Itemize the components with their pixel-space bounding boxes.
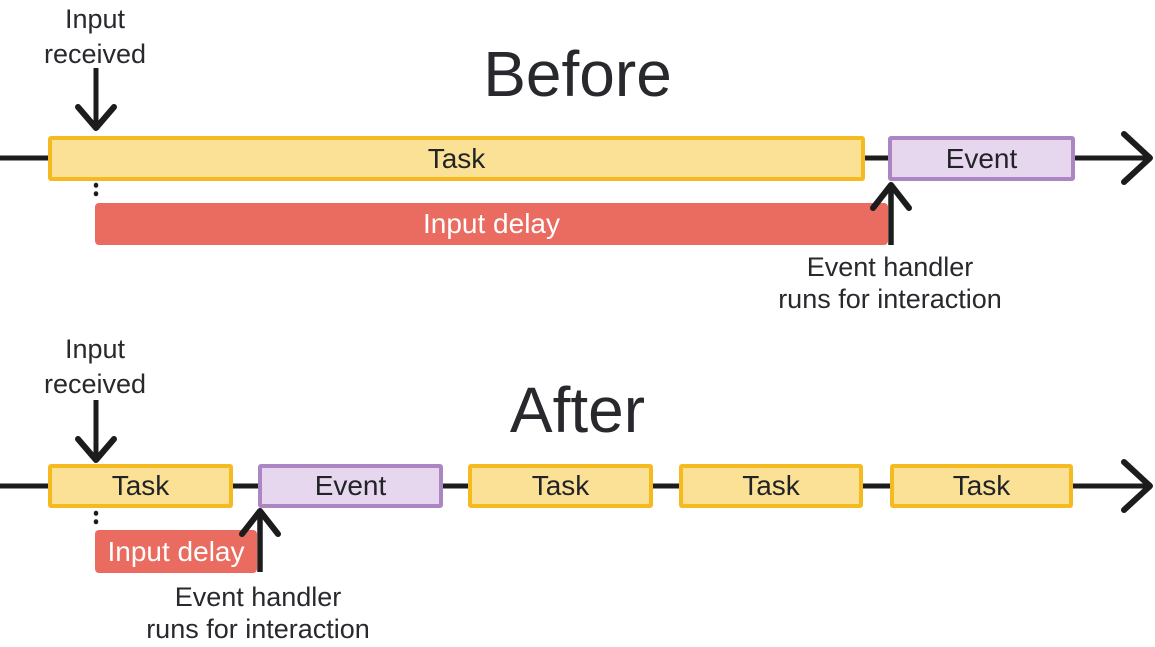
after-input-received-label: Input received (43, 334, 147, 399)
task-bar: Task (679, 464, 863, 508)
before-event-handler-label: Event handler runs for interaction (778, 252, 1002, 314)
before-input-received-label: Input received (43, 4, 147, 69)
task-bar-label: Task (742, 470, 800, 501)
task-bar: Task (48, 136, 865, 181)
before-title: Before (483, 38, 672, 110)
task-bar: Task (48, 464, 233, 508)
task-bar-label: Task (427, 142, 486, 174)
event-bar-label: Event (314, 470, 387, 501)
task-bar: Task (468, 464, 653, 508)
after-event-handler-label: Event handler runs for interaction (146, 582, 370, 644)
input-delay-label: Input delay (423, 208, 560, 239)
task-bar-label: Task (952, 470, 1011, 501)
input-delay-bar: Input delay (95, 530, 257, 573)
task-bar-label: Task (531, 470, 590, 501)
input-delay-label: Input delay (107, 535, 245, 567)
input-delay-bar: Input delay (95, 203, 888, 245)
task-bar-label: Task (111, 470, 170, 501)
event-bar-label: Event (945, 142, 1018, 174)
event-bar: Event (258, 464, 443, 508)
task-bar: Task (890, 464, 1073, 508)
event-bar: Event (888, 136, 1075, 181)
after-title: After (509, 374, 646, 446)
